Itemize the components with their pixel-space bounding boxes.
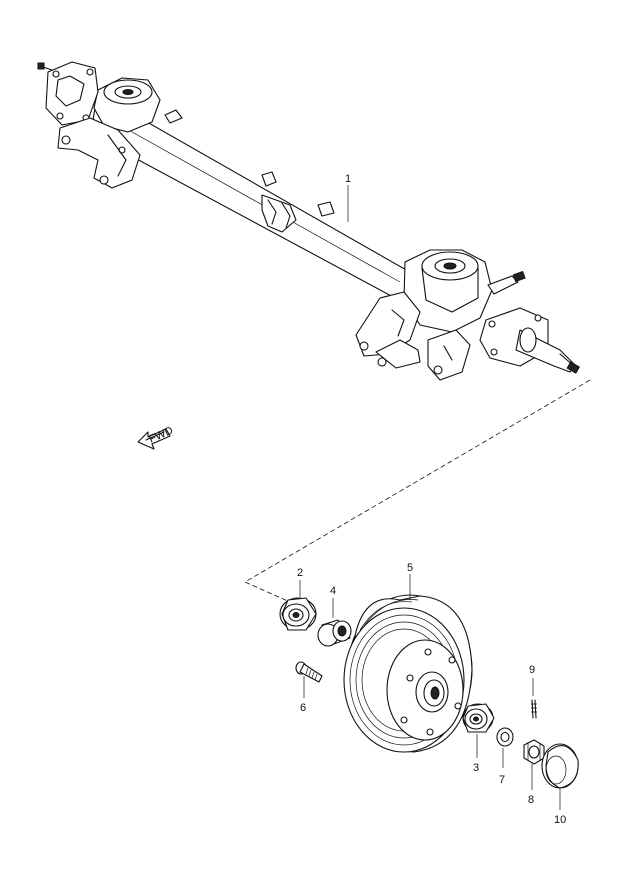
wheel-bolt[interactable] xyxy=(295,661,323,683)
thrust-washer[interactable] xyxy=(496,727,514,747)
assembly-guide-line xyxy=(244,379,591,603)
bearing-inner[interactable] xyxy=(462,703,495,733)
callout-8: 8 xyxy=(528,794,534,806)
callout-10: 10 xyxy=(554,814,566,826)
bearing-outer[interactable] xyxy=(279,597,317,631)
callout-1: 1 xyxy=(345,173,351,185)
callout-7: 7 xyxy=(499,774,505,786)
brake-drum[interactable] xyxy=(343,594,473,753)
callout-9: 9 xyxy=(529,664,535,676)
callout-3: 3 xyxy=(473,762,479,774)
callout-6: 6 xyxy=(300,702,306,714)
forward-arrow-icon: FWD xyxy=(137,425,175,450)
axle-housing[interactable] xyxy=(37,61,581,381)
forward-arrow-label: FWD xyxy=(147,425,175,446)
cotter-pin[interactable] xyxy=(531,699,537,719)
callout-4: 4 xyxy=(330,585,336,597)
castle-nut[interactable] xyxy=(523,739,545,765)
callout-2: 2 xyxy=(297,567,303,579)
hub-cap[interactable] xyxy=(541,743,579,789)
callout-5: 5 xyxy=(407,562,413,574)
bearing-spacer[interactable] xyxy=(317,619,352,647)
